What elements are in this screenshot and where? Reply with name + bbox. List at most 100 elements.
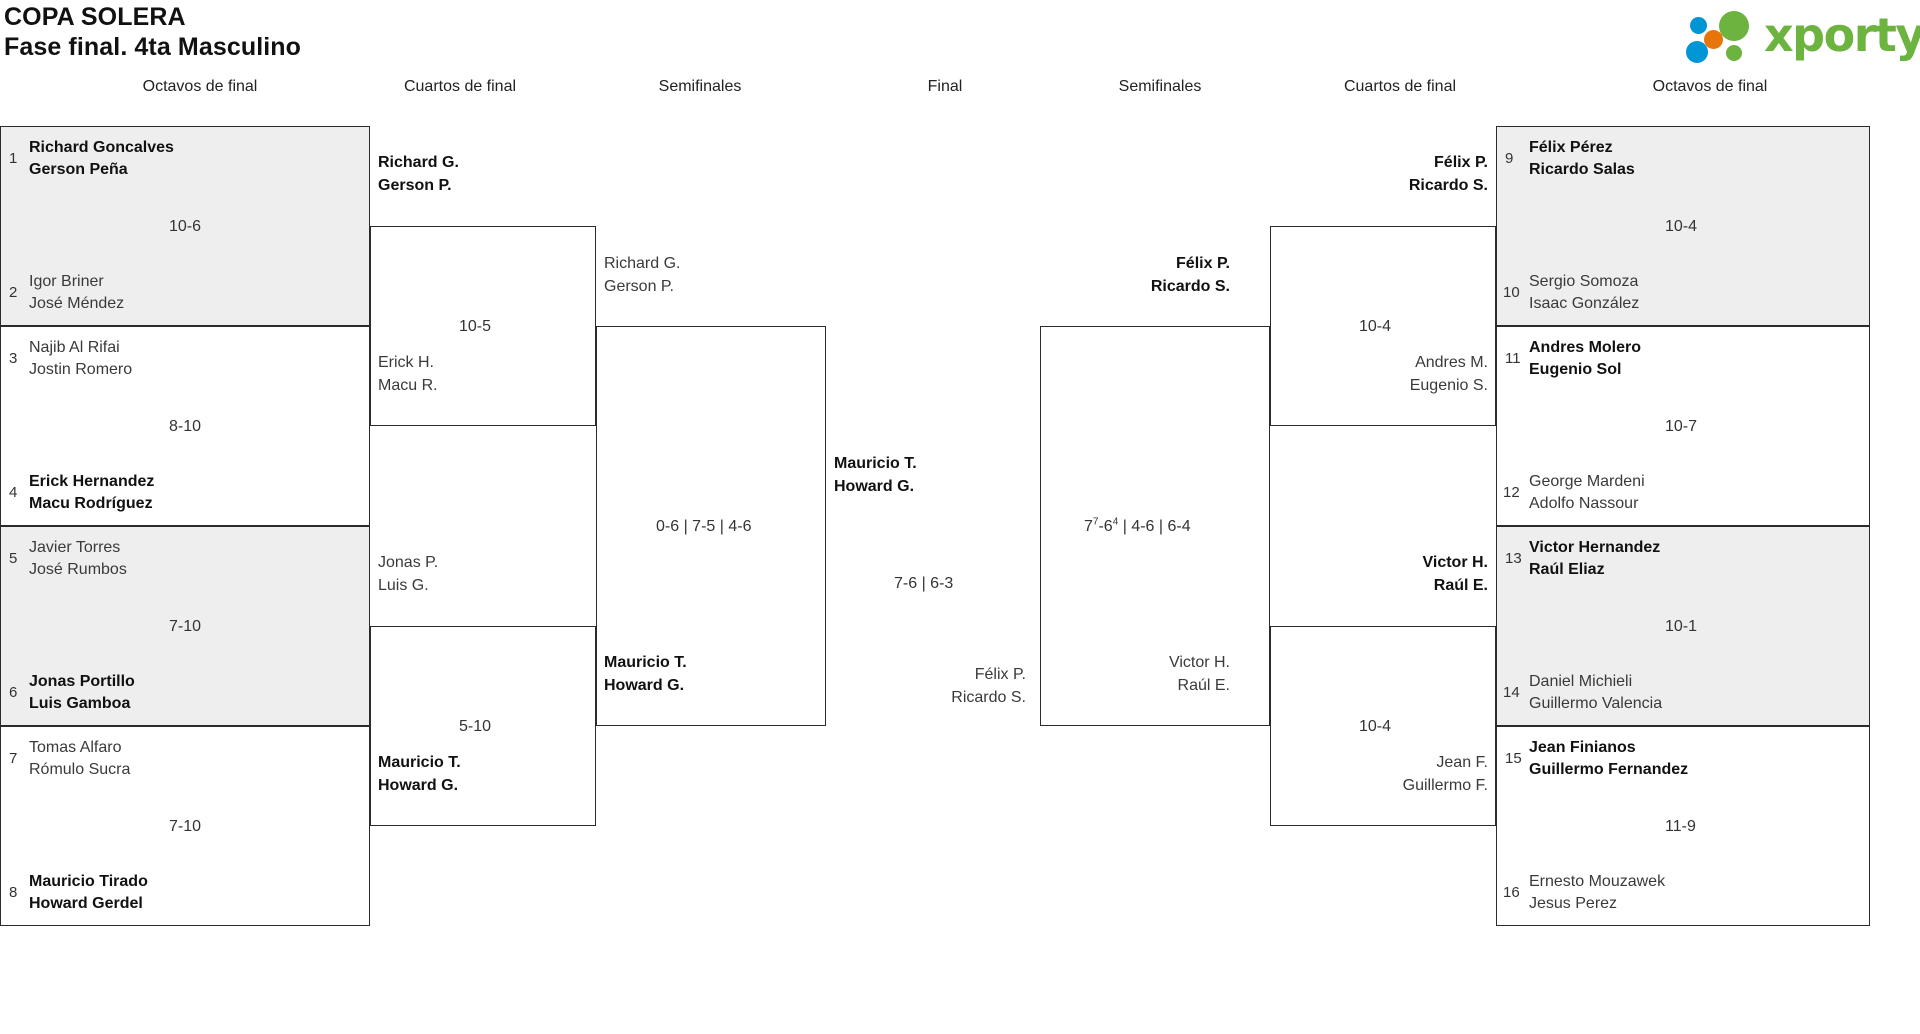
seed-number: 12 (1503, 484, 1520, 501)
match-score: 0-6 | 7-5 | 4-6 (656, 518, 752, 535)
right-r16-match-4[interactable]: 15 Jean Finianos Guillermo Fernandez 11-… (1496, 726, 1870, 926)
left-r16-match-2[interactable]: 3 Najib Al Rifai Jostin Romero 8-10 4 Er… (0, 326, 370, 526)
round-header-right-qf: Cuartos de final (1343, 78, 1457, 95)
logo-dot-blue-small (1690, 17, 1707, 34)
team-name-line2: Adolfo Nassour (1529, 495, 1639, 512)
seed-number: 7 (9, 750, 18, 767)
team-name-line2: Raúl Eliaz (1529, 561, 1605, 578)
team-name-line2: José Méndez (29, 295, 125, 312)
team-name-line1: Erick Hernandez (29, 473, 155, 490)
xporty-logo: xporty (1676, 8, 1920, 63)
logo-dot-green-small (1726, 45, 1742, 61)
match-score: 77-64 | 4-6 | 6-4 (1084, 516, 1191, 535)
left-sf-top-line2: Gerson P. (604, 278, 674, 295)
left-r16-match-1[interactable]: 1 Richard Goncalves Gerson Peña 10-6 2 I… (0, 126, 370, 326)
left-qf-match-1[interactable]: 10-5 (370, 226, 596, 426)
match-score: 10-6 (169, 218, 202, 235)
seed-number: 3 (9, 350, 18, 367)
round-header-final: Final (927, 78, 963, 95)
team-name-line1: George Mardeni (1529, 473, 1645, 490)
team-name-line2: Isaac González (1529, 295, 1640, 312)
team-name-line1: Victor Hernandez (1529, 539, 1661, 556)
right-sf-top-line2: Ricardo S. (1150, 278, 1230, 295)
team-name-line1: Ernesto Mouzawek (1529, 873, 1666, 890)
right-qf-1-top-line2: Ricardo S. (1408, 177, 1488, 194)
left-qf-2-bot-line1: Mauricio T. (378, 754, 461, 771)
round-header-left-sf: Semifinales (658, 78, 742, 95)
logo-wordmark: xporty (1764, 8, 1920, 62)
match-score: 10-4 (1359, 318, 1392, 335)
match-score: 7-10 (169, 818, 202, 835)
team-name-line2: Howard Gerdel (29, 895, 143, 912)
right-sf-bot-line2: Raúl E. (1177, 677, 1230, 694)
right-r16-match-3[interactable]: 13 Victor Hernandez Raúl Eliaz 10-1 14 D… (1496, 526, 1870, 726)
left-qf-1-top-line1: Richard G. (378, 154, 459, 171)
round-header-right-r16: Octavos de final (1652, 78, 1768, 95)
team-name-line2: Guillermo Valencia (1529, 695, 1663, 712)
team-name-line2: Jesus Perez (1529, 895, 1618, 912)
team-name-line1: Andres Molero (1529, 339, 1642, 356)
team-name-line1: Sergio Somoza (1529, 273, 1639, 290)
final-top-line1: Mauricio T. (834, 455, 917, 472)
seed-number: 14 (1503, 684, 1520, 701)
left-qf-1-bot-line1: Erick H. (378, 354, 434, 371)
match-score: 10-4 (1665, 218, 1698, 235)
left-qf-match-2[interactable]: 5-10 (370, 626, 596, 826)
logo-dot-green-large (1719, 11, 1749, 41)
team-name-line2: José Rumbos (29, 561, 127, 578)
right-r16-match-2[interactable]: 11 Andres Molero Eugenio Sol 10-7 12 Geo… (1496, 326, 1870, 526)
team-name-line2: Eugenio Sol (1529, 361, 1622, 378)
right-qf-2-top-line1: Victor H. (1422, 554, 1489, 571)
team-name-line1: Félix Pérez (1529, 139, 1613, 156)
round-header-right-sf: Semifinales (1118, 78, 1202, 95)
logo-dot-blue-large (1686, 41, 1708, 63)
tournament-phase: Fase final. 4ta Masculino (4, 33, 302, 61)
left-r16-match-4[interactable]: 7 Tomas Alfaro Rómulo Sucra 7-10 8 Mauri… (0, 726, 370, 926)
seed-number: 8 (9, 884, 18, 901)
seed-number: 4 (9, 484, 18, 501)
page-title: COPA SOLERA Fase final. 4ta Masculino (4, 2, 301, 62)
round-header-left-r16: Octavos de final (142, 78, 258, 95)
seed-number: 10 (1503, 284, 1520, 301)
right-qf-match-2[interactable]: 10-4 (1270, 626, 1496, 826)
left-sf-match[interactable]: 0-6 | 7-5 | 4-6 (596, 326, 826, 726)
seed-number: 2 (9, 284, 18, 301)
team-name-line2: Gerson Peña (29, 161, 128, 178)
tournament-name: COPA SOLERA (4, 3, 186, 31)
seed-number: 15 (1505, 750, 1522, 767)
left-r16-match-3[interactable]: 5 Javier Torres José Rumbos 7-10 6 Jonas… (0, 526, 370, 726)
seed-number: 5 (9, 550, 18, 567)
right-qf-2-bot-line1: Jean F. (1436, 754, 1488, 771)
round-header-left-qf: Cuartos de final (403, 78, 517, 95)
right-sf-match[interactable]: 77-64 | 4-6 | 6-4 (1040, 326, 1270, 726)
final-bot-line1: Félix P. (974, 666, 1026, 683)
seed-number: 6 (9, 684, 18, 701)
right-qf-2-bot-line2: Guillermo F. (1402, 777, 1488, 794)
team-name-line1: Jonas Portillo (29, 673, 135, 690)
team-name-line1: Javier Torres (29, 539, 121, 556)
left-qf-2-top-line2: Luis G. (378, 577, 429, 594)
right-sf-top-line1: Félix P. (1176, 255, 1230, 272)
right-r16-match-1[interactable]: 9 Félix Pérez Ricardo Salas 10-4 10 Serg… (1496, 126, 1870, 326)
right-qf-1-bot-line2: Eugenio S. (1409, 377, 1488, 394)
final-top-line2: Howard G. (834, 478, 915, 495)
team-name-line1: Richard Goncalves (29, 139, 174, 156)
team-name-line2: Macu Rodríguez (29, 495, 153, 512)
match-score: 10-1 (1665, 618, 1698, 635)
team-name-line1: Tomas Alfaro (29, 739, 122, 756)
team-name-line1: Mauricio Tirado (29, 873, 148, 890)
team-name-line2: Guillermo Fernandez (1529, 761, 1689, 778)
right-qf-1-top-line1: Félix P. (1434, 154, 1488, 171)
final-score: 7-6 | 6-3 (894, 575, 954, 592)
left-qf-2-bot-line2: Howard G. (378, 777, 459, 794)
right-sf-bot-line1: Victor H. (1168, 654, 1230, 671)
left-qf-2-top-line1: Jonas P. (378, 554, 439, 571)
right-qf-2-top-line2: Raúl E. (1433, 577, 1488, 594)
right-qf-1-bot-line1: Andres M. (1415, 354, 1488, 371)
match-score: 7-10 (169, 618, 202, 635)
right-qf-match-1[interactable]: 10-4 (1270, 226, 1496, 426)
match-score: 10-5 (459, 318, 492, 335)
team-name-line1: Najib Al Rifai (29, 339, 120, 356)
match-score: 10-7 (1665, 418, 1698, 435)
